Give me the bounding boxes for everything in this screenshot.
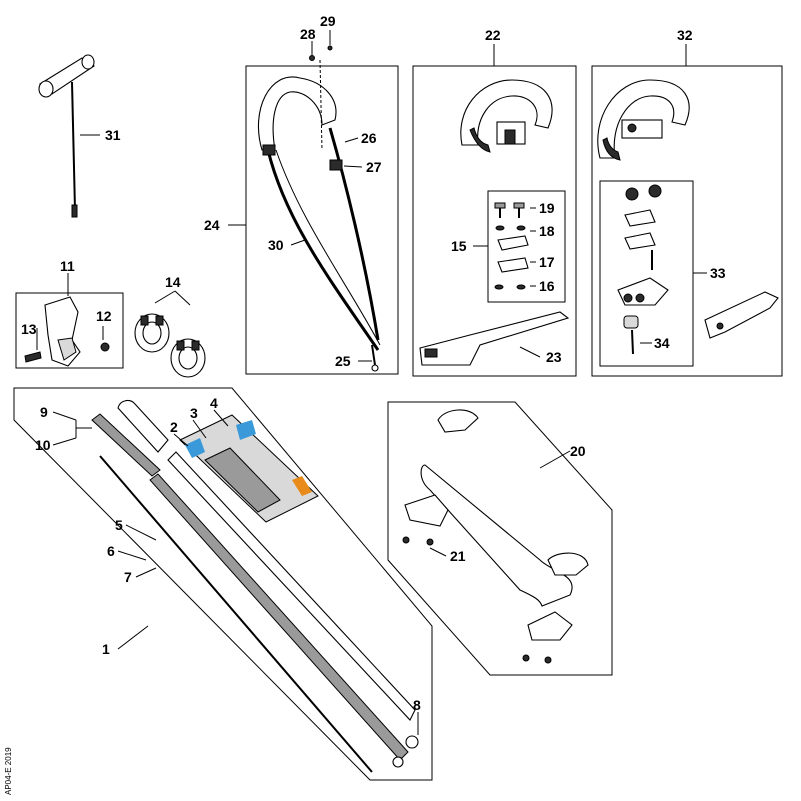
label-part-25: 25 [335,353,351,369]
diagram-code: AP04-E 2019 [4,747,13,795]
label-part-10: 10 [35,437,51,453]
label-part-5: 5 [115,517,123,533]
label-part-4: 4 [210,395,218,411]
clamp-pair-part [134,313,206,378]
leader-lines [36,30,707,735]
label-part-17: 17 [539,254,555,270]
label-part-11: 11 [60,258,75,274]
throttle-group-frame [15,292,124,369]
t-wrench-part [38,54,95,218]
bike-handle-part [597,79,690,161]
label-part-30: 30 [268,237,284,253]
decal-sheet-part [179,414,319,523]
label-part-31: 31 [105,127,121,143]
grip-kit-parts [402,409,589,664]
label-part-8: 8 [413,697,421,713]
harness-part [257,45,381,372]
label-part-27: 27 [366,159,382,175]
label-part-18: 18 [539,223,555,239]
label-part-13: 13 [21,321,37,337]
clamp-kit-parts [494,202,529,290]
label-part-24: 24 [204,217,220,233]
label-part-32: 32 [677,27,693,43]
label-part-34: 34 [654,335,670,351]
bike-handle-group-frame [591,65,783,377]
label-part-33: 33 [710,265,726,281]
handle-bracket-part [419,311,570,366]
label-part-6: 6 [107,543,115,559]
label-part-26: 26 [361,130,377,146]
label-part-20: 20 [570,443,586,459]
label-part-9: 9 [40,404,48,420]
label-part-2: 2 [170,419,178,435]
grip-kit-frame [387,401,613,676]
label-part-7: 7 [124,569,132,585]
harness-group-frame [245,65,399,375]
label-part-19: 19 [539,200,555,216]
throttle-housing-part [24,296,110,367]
label-part-14: 14 [165,274,181,290]
label-part-21: 21 [450,548,466,564]
part-number-labels: 31 11 13 12 14 24 30 25 26 27 28 29 22 3… [21,13,726,713]
label-part-15: 15 [451,238,467,254]
handle-kit-frame [599,180,694,367]
handle-kit-parts [617,184,779,355]
shaft-group-frame [13,387,433,781]
label-part-3: 3 [190,405,198,421]
label-part-29: 29 [320,13,336,29]
label-part-23: 23 [546,349,562,365]
label-part-16: 16 [539,278,555,294]
drive-shaft-part [91,399,419,773]
loop-handle-part [460,79,553,153]
label-part-22: 22 [485,27,501,43]
label-part-28: 28 [300,26,316,42]
label-part-1: 1 [102,641,110,657]
label-part-12: 12 [96,308,112,324]
